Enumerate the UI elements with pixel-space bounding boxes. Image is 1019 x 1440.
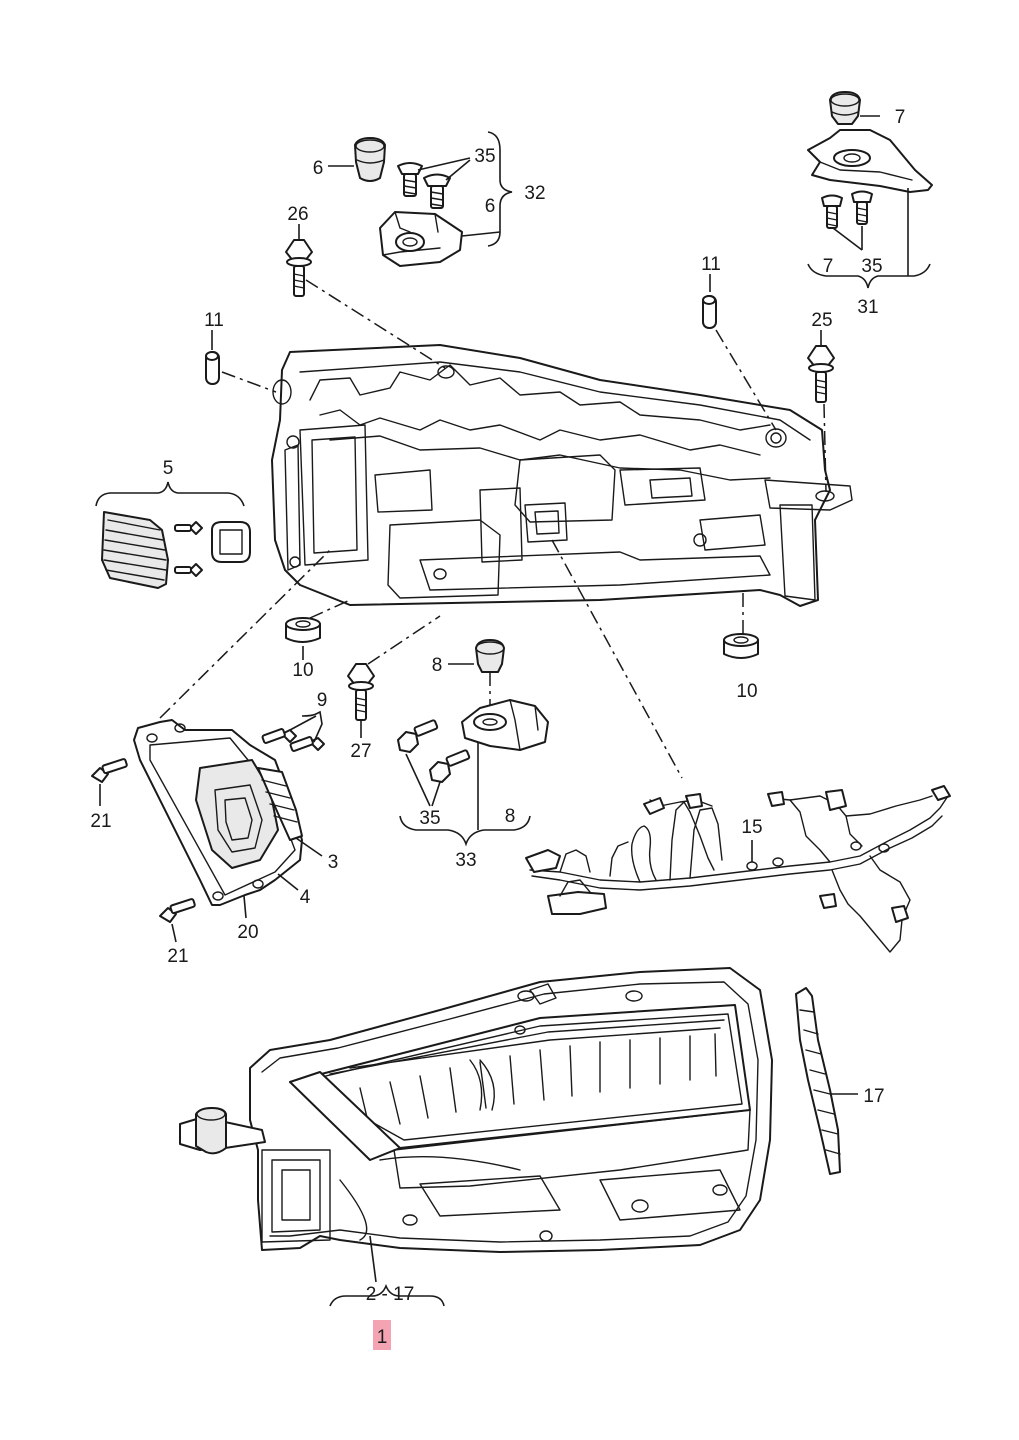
callout-17[interactable]: 17	[863, 1086, 884, 1107]
callout-8-nut[interactable]: 8	[432, 655, 443, 676]
callout-35-right[interactable]: 35	[861, 256, 882, 277]
callout-35-top[interactable]: 35	[474, 146, 495, 167]
callout-32[interactable]: 32	[524, 183, 545, 204]
callout-15[interactable]: 15	[741, 817, 762, 838]
callout-4[interactable]: 4	[300, 887, 311, 908]
callout-33[interactable]: 33	[455, 850, 476, 871]
headlight-housing-rear	[271, 344, 853, 607]
wiring-harness-15	[525, 539, 951, 953]
bolt-25	[807, 330, 835, 493]
pin-11-right	[702, 274, 777, 431]
control-module	[91, 547, 333, 943]
callout-7-top[interactable]: 7	[895, 107, 906, 128]
callout-5[interactable]: 5	[163, 458, 174, 479]
callout-27[interactable]: 27	[350, 741, 371, 762]
callout-3[interactable]: 3	[328, 852, 339, 873]
callout-1[interactable]: 1	[377, 1327, 388, 1348]
spacer-10-right	[723, 590, 759, 659]
callout-8-group[interactable]: 8	[505, 806, 516, 827]
callout-labels: 1 2 - 17 3 4 5 6 6 7 7 8 8 9 10 10 11 11…	[90, 107, 905, 1350]
callout-6-top[interactable]: 6	[313, 158, 324, 179]
callout-6-group[interactable]: 6	[485, 196, 496, 217]
headlight-assembly	[179, 967, 773, 1307]
bolt-27	[347, 615, 441, 738]
callout-7-group[interactable]: 7	[823, 256, 834, 277]
bracket-group-31	[807, 91, 933, 289]
callout-11-right[interactable]: 11	[701, 254, 721, 275]
callout-25[interactable]: 25	[811, 310, 832, 331]
callout-2-17[interactable]: 2 - 17	[366, 1284, 415, 1305]
bracket-group-32	[328, 131, 513, 267]
callout-35-mid[interactable]: 35	[419, 808, 440, 829]
part-1-highlight	[373, 1320, 391, 1350]
callout-11-left[interactable]: 11	[204, 310, 224, 331]
spacer-10-left	[285, 599, 351, 660]
callout-21-lower[interactable]: 21	[167, 946, 188, 967]
callout-20[interactable]: 20	[237, 922, 258, 943]
bolt-26	[285, 224, 446, 369]
pin-11-left	[205, 330, 277, 393]
trim-strip-17	[795, 987, 858, 1175]
cover-assembly-5	[95, 481, 251, 589]
callout-31[interactable]: 31	[857, 297, 878, 318]
callout-26[interactable]: 26	[287, 204, 308, 225]
callout-21-upper[interactable]: 21	[90, 811, 111, 832]
callout-10-left[interactable]: 10	[292, 660, 313, 681]
callout-10-right[interactable]: 10	[736, 681, 757, 702]
callout-9[interactable]: 9	[317, 690, 328, 711]
bracket-group-33	[397, 639, 549, 847]
